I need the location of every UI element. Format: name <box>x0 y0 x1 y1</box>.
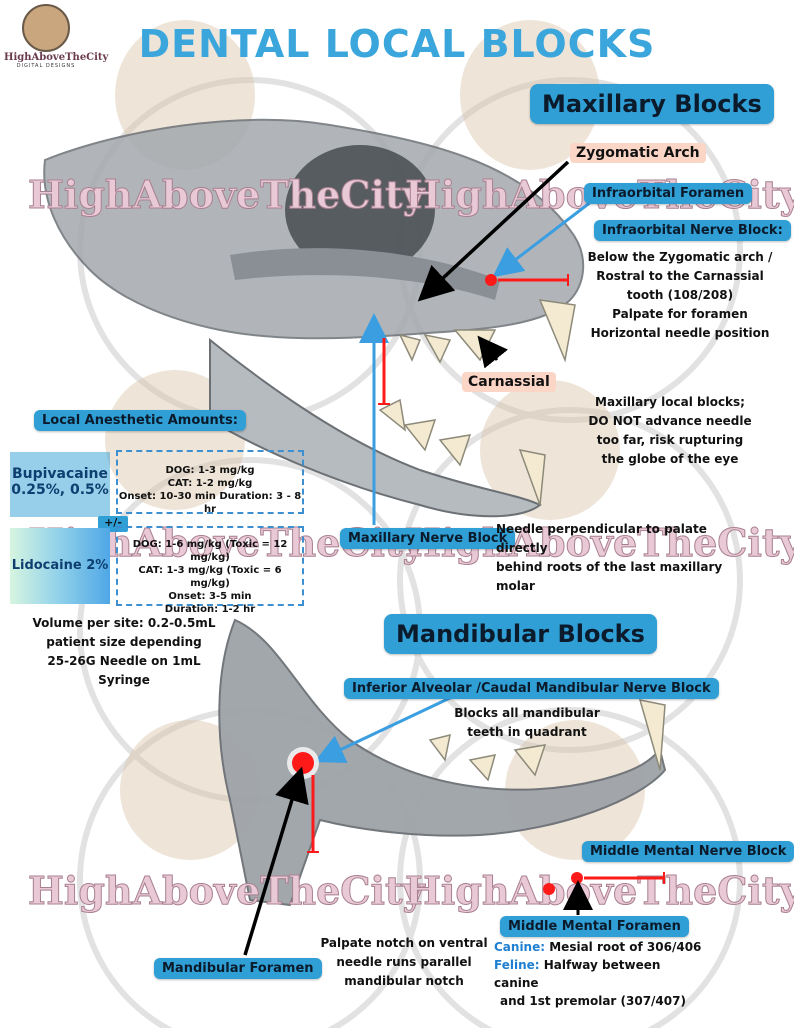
note-line: Below the Zygomatic arch / <box>587 250 773 264</box>
note-line: Volume per site: 0.2-0.5mL <box>32 616 216 630</box>
maxillary-notes: Needle perpendicular to palate directly … <box>496 520 736 596</box>
dose-line: DOG: 1-6 mg/kg (Toxic = 12 mg/kg) <box>132 539 288 563</box>
note-line: mandibular notch <box>344 974 464 988</box>
infraorbital-foramen-label: Infraorbital Foramen <box>584 183 753 204</box>
watermark-text: HighAboveTheCity <box>405 868 794 914</box>
note-line: Needle perpendicular to palate directly <box>496 522 707 555</box>
dose-line: Onset: 3-5 min <box>168 591 252 602</box>
cat-logo-icon <box>22 4 70 52</box>
palpate-notes: Palpate notch on ventral needle runs par… <box>314 934 494 991</box>
page-title: DENTAL LOCAL BLOCKS <box>138 22 656 66</box>
inferior-alveolar-label: Inferior Alveolar /Caudal Mandibular Ner… <box>344 678 719 699</box>
volume-notes: Volume per site: 0.2-0.5mL patient size … <box>24 614 224 690</box>
note-line: needle runs parallel <box>336 955 472 969</box>
note-line: patient size depending <box>46 635 202 649</box>
note-line: Palpate for foramen <box>612 307 748 321</box>
dose-line: CAT: 1-3 mg/kg (Toxic = 6 mg/kg) <box>138 565 282 589</box>
feline-label: Feline: <box>494 958 540 972</box>
watermark-text: HighAboveTheCity <box>28 172 426 218</box>
carnassial-label: Carnassial <box>462 372 556 392</box>
note-line: too far, risk rupturing <box>596 433 744 447</box>
dose-line: DOG: 1-3 mg/kg <box>165 465 255 476</box>
inferior-notes: Blocks all mandibular teeth in quadrant <box>442 704 612 742</box>
note-line: tooth (108/208) <box>626 288 734 302</box>
dose-line: Duration: 1-2 hr <box>164 604 256 615</box>
canine-label: Canine: <box>494 940 546 954</box>
infraorbital-arrow <box>492 193 601 278</box>
note-line: Blocks all mandibular <box>454 706 600 720</box>
zygomatic-arch-label: Zygomatic Arch <box>570 143 706 163</box>
lidocaine-dosing: DOG: 1-6 mg/kg (Toxic = 12 mg/kg) CAT: 1… <box>116 526 304 615</box>
feline-text-2: and 1st premolar (307/407) <box>500 994 686 1008</box>
note-line: DO NOT advance needle <box>588 414 752 428</box>
bupivacaine-conc: 0.25%, 0.5% <box>11 482 109 498</box>
feline-text: Halfway between canine <box>494 958 661 990</box>
logo: HighAboveTheCity DIGITAL DESIGNS <box>4 4 109 84</box>
infraorbital-block-label: Infraorbital Nerve Block: <box>594 220 791 241</box>
bupivacaine-bg <box>10 452 110 517</box>
canine-line: Canine: Mesial root of 306/406 <box>494 938 704 956</box>
mandibular-heading: Mandibular Blocks <box>384 614 657 654</box>
middle-mental-block-label: Middle Mental Nerve Block <box>582 841 794 862</box>
carnassial-arrow <box>477 335 508 369</box>
note-line: Horizontal needle position <box>590 326 770 340</box>
note-line: Palpate notch on ventral <box>320 936 488 950</box>
lidocaine-bg <box>10 528 110 604</box>
anesthetic-heading: Local Anesthetic Amounts: <box>34 410 246 431</box>
infraorbital-notes: Below the Zygomatic arch / Rostral to th… <box>586 248 774 343</box>
maxillary-block-label: Maxillary Nerve Block <box>340 528 516 549</box>
mandibular-foramen-arrow <box>243 766 309 956</box>
note-line: 25-26G Needle on 1mL Syringe <box>47 654 201 687</box>
watermark-text: HighAboveTheCity <box>28 868 426 914</box>
middle-mental-foramen-label: Middle Mental Foramen <box>500 916 689 937</box>
lidocaine-name: Lidocaine 2% <box>11 558 109 573</box>
canine-text: Mesial root of 306/406 <box>549 940 702 954</box>
logo-text: HighAboveTheCity <box>4 52 109 63</box>
maxillary-heading: Maxillary Blocks <box>530 84 774 124</box>
note-line: Rostral to the Carnassial <box>596 269 764 283</box>
bupivacaine-name: Bupivacaine <box>11 466 109 482</box>
mandibular-foramen-label: Mandibular Foramen <box>154 958 322 979</box>
inferior-alveolar-arrow <box>314 695 453 763</box>
dose-line: Onset: 10-30 min Duration: 3 - 8 hr <box>118 491 302 515</box>
note-line: Maxillary local blocks; <box>595 395 745 409</box>
note-line: the globe of the eye <box>601 452 739 466</box>
zygomatic-arrow <box>417 160 570 302</box>
maxillary-warning: Maxillary local blocks; DO NOT advance n… <box>588 393 752 469</box>
bupivacaine-cell: Bupivacaine 0.25%, 0.5% <box>10 452 110 517</box>
note-line: teeth in quadrant <box>467 725 587 739</box>
bupivacaine-dosing: DOG: 1-3 mg/kg CAT: 1-2 mg/kg Onset: 10-… <box>116 450 304 515</box>
middle-mental-notes: Canine: Mesial root of 306/406 Feline: H… <box>494 938 704 1010</box>
logo-subtext: DIGITAL DESIGNS <box>16 63 76 69</box>
feline-line: Feline: Halfway between canine <box>494 956 704 992</box>
dose-line: CAT: 1-2 mg/kg <box>167 478 253 489</box>
note-line: behind roots of the last maxillary molar <box>496 560 723 593</box>
